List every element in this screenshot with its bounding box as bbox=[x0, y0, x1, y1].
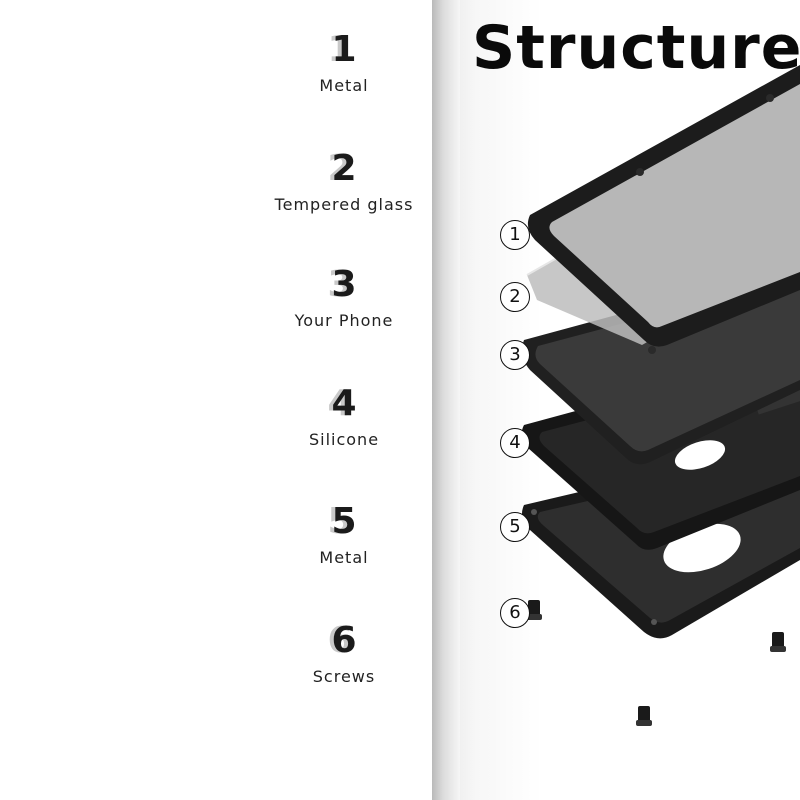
layer-label: Your Phone bbox=[294, 311, 394, 330]
layer-label: Metal bbox=[319, 76, 369, 95]
page-title: Structure bbox=[472, 13, 800, 83]
panel-divider bbox=[432, 0, 460, 800]
metal-frame-icon bbox=[527, 65, 800, 354]
layer-label: Screws bbox=[312, 667, 376, 686]
layer-marker-6: 6 bbox=[500, 598, 530, 628]
layer-marker-4: 4 bbox=[500, 428, 530, 458]
layer-marker-3: 3 bbox=[500, 340, 530, 370]
layer-label: Silicone bbox=[308, 430, 380, 449]
layer-label: Metal bbox=[319, 548, 369, 567]
layer-marker-2: 2 bbox=[500, 282, 530, 312]
exploded-case-illustration bbox=[521, 65, 800, 726]
layer-marker-1: 1 bbox=[500, 220, 530, 250]
layer-marker-5: 5 bbox=[500, 512, 530, 542]
screw-icon bbox=[526, 600, 786, 726]
layer-label: Tempered glass bbox=[274, 195, 414, 214]
